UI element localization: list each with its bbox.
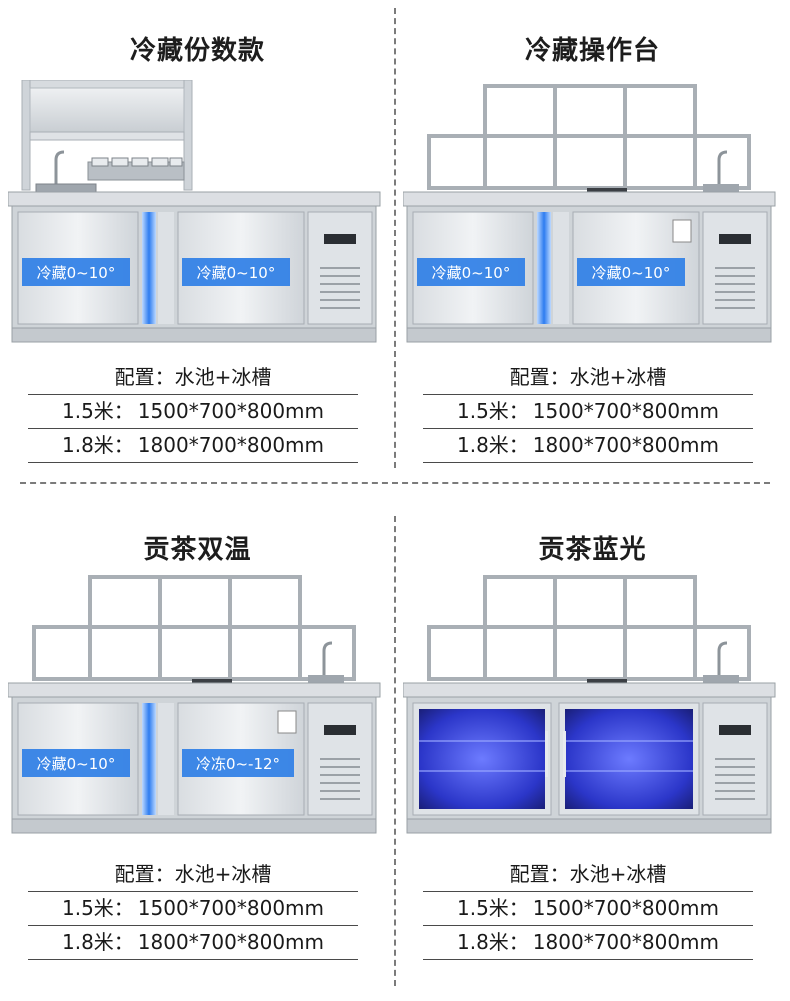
vertical-divider (394, 516, 396, 986)
size-label: 1.5米： (61, 399, 134, 423)
size-row: 1.8米：1800*700*800mm (423, 429, 753, 463)
spec-list: 配置：水池+冰槽 1.5米：1500*700*800mm 1.8米：1800*7… (28, 361, 358, 463)
product-panel-dual-temperature: 贡茶双温 冷藏0~10° 冷冻0~-12° 配置：水池+冰槽 (0, 501, 395, 1001)
config-value: 水池+冰槽 (174, 862, 272, 886)
product-title: 冷藏操作台 (524, 36, 660, 66)
size-dims: 1500*700*800mm (137, 896, 325, 920)
config-value: 水池+冰槽 (569, 365, 667, 389)
size-row: 1.8米：1800*700*800mm (28, 429, 358, 463)
workbench-image: 冷藏0~10° 冷冻0~-12° (8, 575, 381, 834)
size-label: 1.8米： (456, 930, 529, 954)
config-label: 配置： (114, 862, 175, 886)
config-label: 配置： (114, 365, 175, 389)
config-value: 水池+冰槽 (569, 862, 667, 886)
size-dims: 1800*700*800mm (137, 930, 325, 954)
size-row: 1.5米：1500*700*800mm (423, 892, 753, 926)
size-label: 1.5米： (61, 896, 134, 920)
size-row: 1.5米：1500*700*800mm (28, 892, 358, 926)
size-dims: 1800*700*800mm (532, 930, 720, 954)
door-label-right: 冷藏0~10° (592, 264, 671, 282)
config-row: 配置：水池+冰槽 (28, 361, 358, 395)
product-panel-blue-light: 贡茶蓝光 (395, 501, 790, 1001)
size-row: 1.8米：1800*700*800mm (423, 926, 753, 960)
size-label: 1.8米： (456, 433, 529, 457)
spec-list: 配置：水池+冰槽 1.5米：1500*700*800mm 1.8米：1800*7… (423, 858, 753, 960)
door-label-left: 冷藏0~10° (432, 264, 511, 282)
workbench-image: 冷藏0~10° 冷藏0~10° (403, 84, 776, 343)
size-dims: 1500*700*800mm (137, 399, 325, 423)
product-title: 贡茶双温 (143, 535, 252, 565)
horizontal-divider (20, 482, 770, 484)
workbench-image (403, 575, 776, 834)
size-row: 1.5米：1500*700*800mm (28, 395, 358, 429)
size-dims: 1500*700*800mm (532, 896, 720, 920)
size-dims: 1800*700*800mm (137, 433, 325, 457)
product-panel-refrigerated-workbench: 冷藏操作台 冷藏0~10° 冷藏0~10° (395, 0, 790, 500)
door-label-right: 冷藏0~10° (197, 264, 276, 282)
product-title: 冷藏份数款 (129, 36, 265, 66)
size-label: 1.5米： (456, 399, 529, 423)
config-label: 配置： (509, 862, 570, 886)
spec-list: 配置：水池+冰槽 1.5米：1500*700*800mm 1.8米：1800*7… (423, 361, 753, 463)
workbench-image: 冷藏0~10° 冷藏0~10° (8, 80, 381, 343)
size-label: 1.8米： (61, 930, 134, 954)
size-label: 1.8米： (61, 433, 134, 457)
config-row: 配置：水池+冰槽 (423, 858, 753, 892)
config-row: 配置：水池+冰槽 (28, 858, 358, 892)
size-row: 1.5米：1500*700*800mm (423, 395, 753, 429)
size-row: 1.8米：1800*700*800mm (28, 926, 358, 960)
door-label-left: 冷藏0~10° (37, 264, 116, 282)
spec-list: 配置：水池+冰槽 1.5米：1500*700*800mm 1.8米：1800*7… (28, 858, 358, 960)
product-title: 贡茶蓝光 (538, 535, 647, 565)
vertical-divider (394, 8, 396, 468)
size-label: 1.5米： (456, 896, 529, 920)
size-dims: 1500*700*800mm (532, 399, 720, 423)
door-label-left: 冷藏0~10° (37, 755, 116, 773)
size-dims: 1800*700*800mm (532, 433, 720, 457)
config-row: 配置：水池+冰槽 (423, 361, 753, 395)
config-value: 水池+冰槽 (174, 365, 272, 389)
product-panel-refrigerated-portion: 冷藏份数款 (0, 0, 395, 500)
door-label-right: 冷冻0~-12° (196, 755, 280, 773)
config-label: 配置： (509, 365, 570, 389)
